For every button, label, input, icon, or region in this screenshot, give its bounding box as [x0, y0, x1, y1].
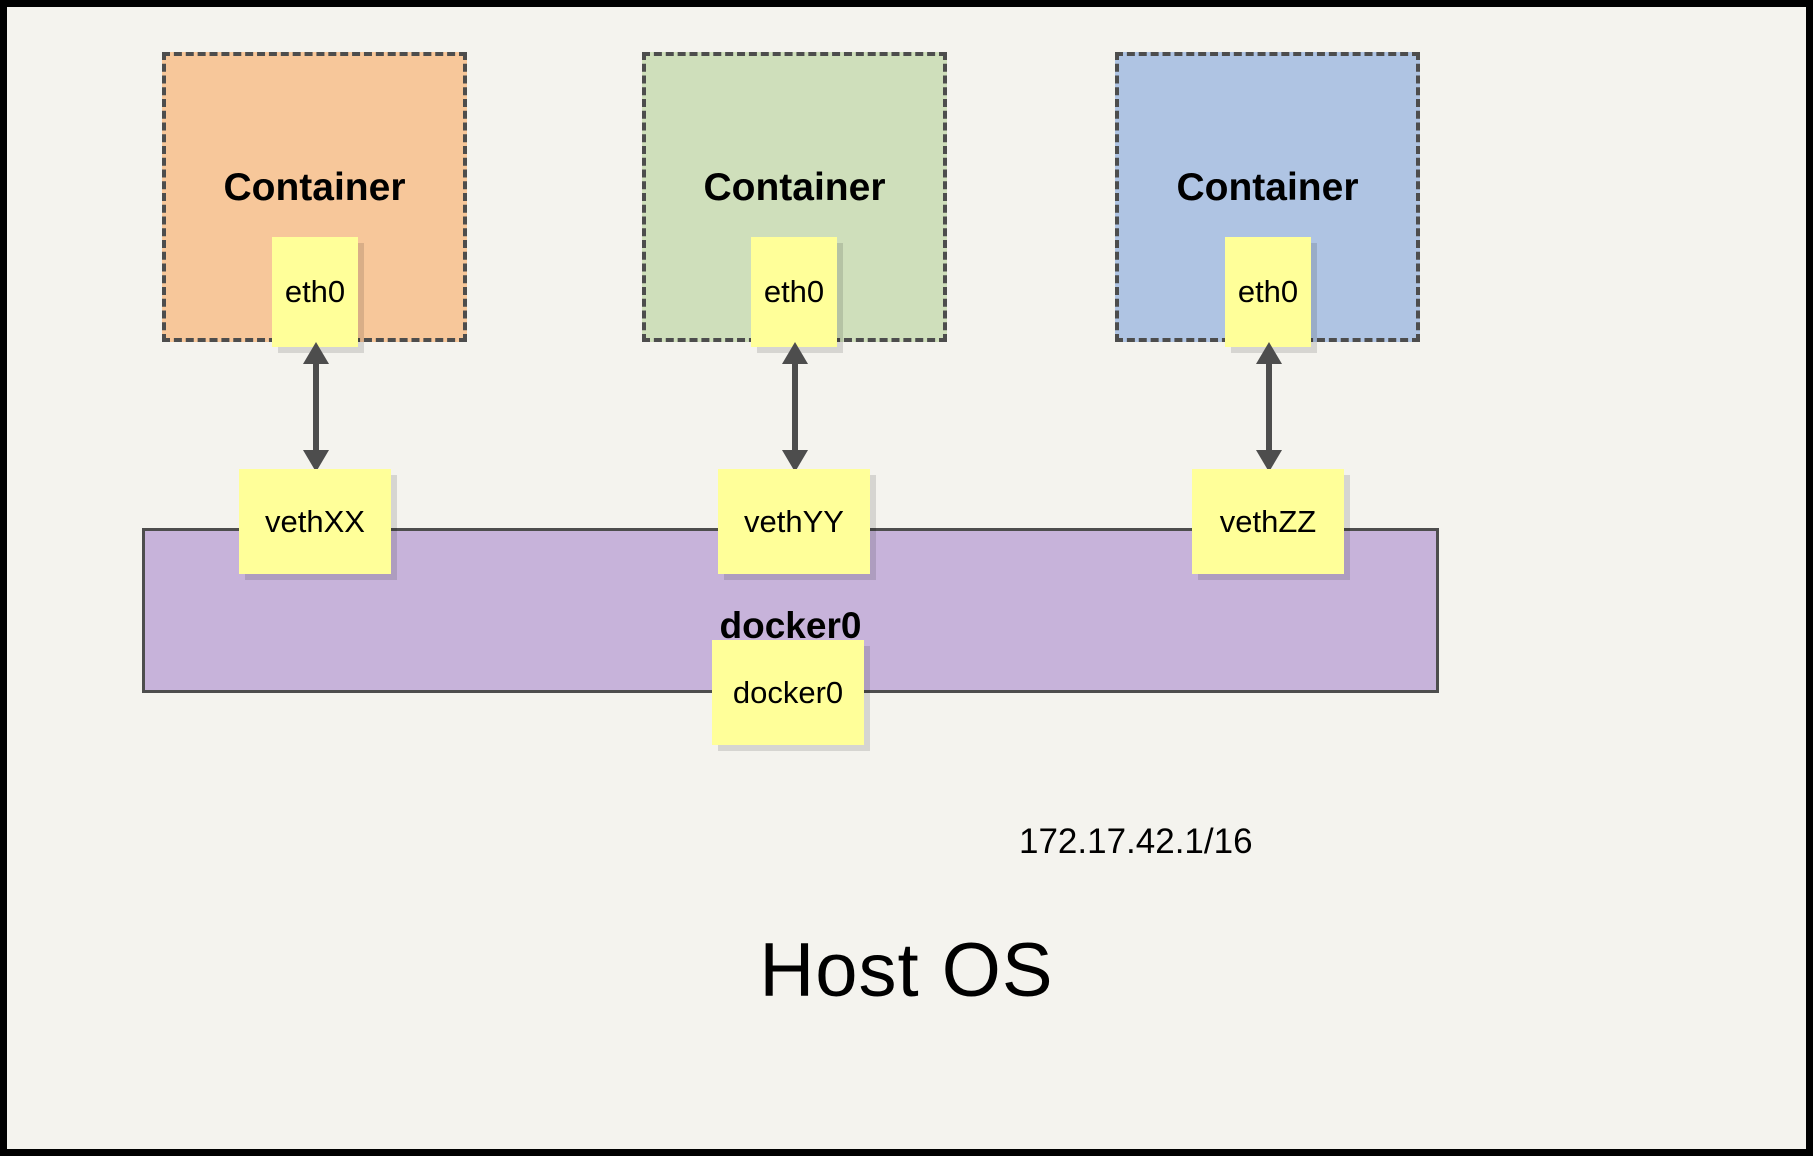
docker0-interface-chip: docker0 [712, 640, 864, 745]
container-title: Container [223, 166, 406, 209]
eth0-label: eth0 [1237, 274, 1299, 309]
eth0-label: eth0 [284, 274, 346, 309]
container-title: Container [703, 166, 886, 209]
veth-chip-1: vethXX [239, 469, 391, 574]
veth-chip-3: vethZZ [1192, 469, 1344, 574]
eth0-chip-1: eth0 [272, 237, 358, 347]
docker0-bridge-label: docker0 [719, 605, 862, 646]
host-os-label: Host OS [759, 928, 1054, 1013]
eth0-chip-2: eth0 [751, 237, 837, 347]
docker0-chip-label: docker0 [732, 674, 844, 710]
veth-label: vethZZ [1219, 503, 1317, 539]
diagram-canvas: Container eth0 Container eth0 Container … [7, 7, 1806, 1149]
container-title: Container [1176, 166, 1359, 209]
veth-label: vethXX [265, 503, 365, 539]
veth-label: vethYY [744, 503, 844, 539]
docker0-ip-label: 172.17.42.1/16 [1019, 822, 1253, 861]
eth0-label: eth0 [763, 274, 825, 309]
veth-chip-2: vethYY [718, 469, 870, 574]
eth0-chip-3: eth0 [1225, 237, 1311, 347]
link-arrow-1 [301, 342, 331, 472]
link-arrow-2 [780, 342, 810, 472]
link-arrow-3 [1254, 342, 1284, 472]
